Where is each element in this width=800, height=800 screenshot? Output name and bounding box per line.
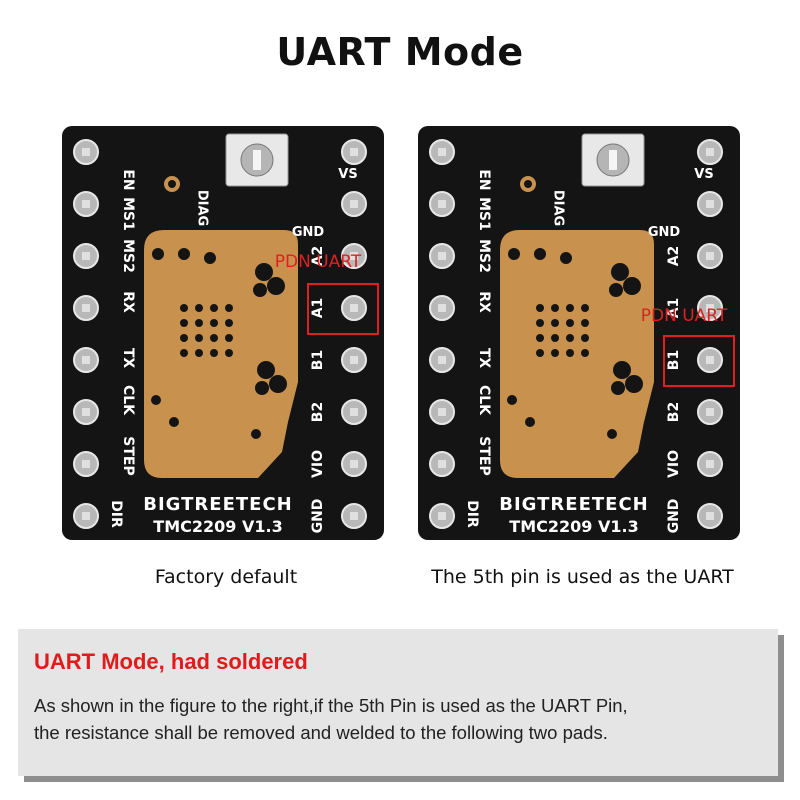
pin-label-gnd-2: GND	[666, 499, 682, 534]
note-heading: UART Mode, had soldered	[34, 649, 308, 674]
right-pin-header	[341, 139, 367, 529]
board-illustration: EN MS1 MS2 RX TX CLK STEP DIR VS DIAG GN…	[418, 126, 740, 540]
pin-label-dir: DIR	[108, 500, 124, 528]
board-illustration: EN MS1 MS2 RX TX CLK STEP DIR VS DIAG GN…	[62, 126, 384, 540]
pin-label-diag: DIAG	[195, 190, 210, 226]
pin-label-vio: VIO	[666, 450, 682, 478]
pin-label-ms1: MS1	[476, 197, 492, 231]
pin-label-diag: DIAG	[551, 190, 566, 226]
pin-label-tx: TX	[120, 348, 136, 369]
pin-label-b1: B1	[310, 350, 326, 370]
pdn-uart-callout: PDN UART	[275, 252, 362, 272]
pin-label-ms1: MS1	[120, 197, 136, 231]
pin-label-en: EN	[120, 169, 136, 190]
pdn-uart-callout: PDN UART	[641, 306, 728, 326]
pin-label-dir: DIR	[464, 500, 480, 528]
caption-uart-pin: The 5th pin is used as the UART	[431, 566, 734, 588]
pin-label-rx: RX	[120, 291, 136, 313]
model-label: TMC2209 V1.3	[153, 517, 282, 536]
pin-label-a1: A1	[310, 298, 326, 319]
driver-board-factory-default: EN MS1 MS2 RX TX CLK STEP DIR VS DIAG GN…	[56, 122, 396, 547]
note-text-line-1: As shown in the figure to the right,if t…	[34, 695, 628, 716]
brand-logo-text: BIGTREETECH	[143, 494, 292, 515]
pin-label-gnd: GND	[648, 225, 681, 240]
driver-board-uart-mode: EN MS1 MS2 RX TX CLK STEP DIR VS DIAG GN…	[412, 122, 752, 547]
left-pin-header	[73, 139, 99, 529]
pin-label-vs: VS	[694, 167, 713, 182]
pin-label-vs: VS	[338, 167, 357, 182]
uart-note-box: UART Mode, had soldered As shown in the …	[18, 629, 778, 776]
note-text-line-2: the resistance shall be removed and weld…	[34, 722, 608, 743]
page-title: UART Mode	[276, 30, 524, 74]
pin-label-step: STEP	[120, 436, 136, 475]
pin-label-b2: B2	[666, 402, 682, 422]
pin-label-rx: RX	[476, 291, 492, 313]
caption-factory-default: Factory default	[154, 566, 298, 588]
pin-label-gnd-2: GND	[310, 499, 326, 534]
pin-label-b2: B2	[310, 402, 326, 422]
pin-label-clk: CLK	[476, 385, 492, 416]
brand-logo-text: BIGTREETECH	[499, 494, 648, 515]
pin-label-en: EN	[476, 169, 492, 190]
pin-label-ms2: MS2	[120, 239, 136, 273]
pin-label-b1: B1	[666, 350, 682, 370]
copper-thermal-pad	[500, 230, 654, 478]
pin-label-a2: A2	[310, 246, 326, 267]
pin-label-a2: A2	[666, 246, 682, 267]
pin-label-vio: VIO	[310, 450, 326, 478]
pdn-uart-highlight-box	[307, 283, 379, 335]
pin-label-gnd: GND	[292, 225, 325, 240]
pin-label-ms2: MS2	[476, 239, 492, 273]
right-pin-header	[697, 139, 723, 529]
model-label: TMC2209 V1.3	[509, 517, 638, 536]
pin-label-tx: TX	[476, 348, 492, 369]
pin-label-clk: CLK	[120, 385, 136, 416]
left-pin-header	[429, 139, 455, 529]
pdn-uart-highlight-box	[663, 335, 735, 387]
via-grid	[151, 248, 287, 439]
via-grid	[507, 248, 643, 439]
pin-label-a1: A1	[666, 298, 682, 319]
pin-label-step: STEP	[476, 436, 492, 475]
